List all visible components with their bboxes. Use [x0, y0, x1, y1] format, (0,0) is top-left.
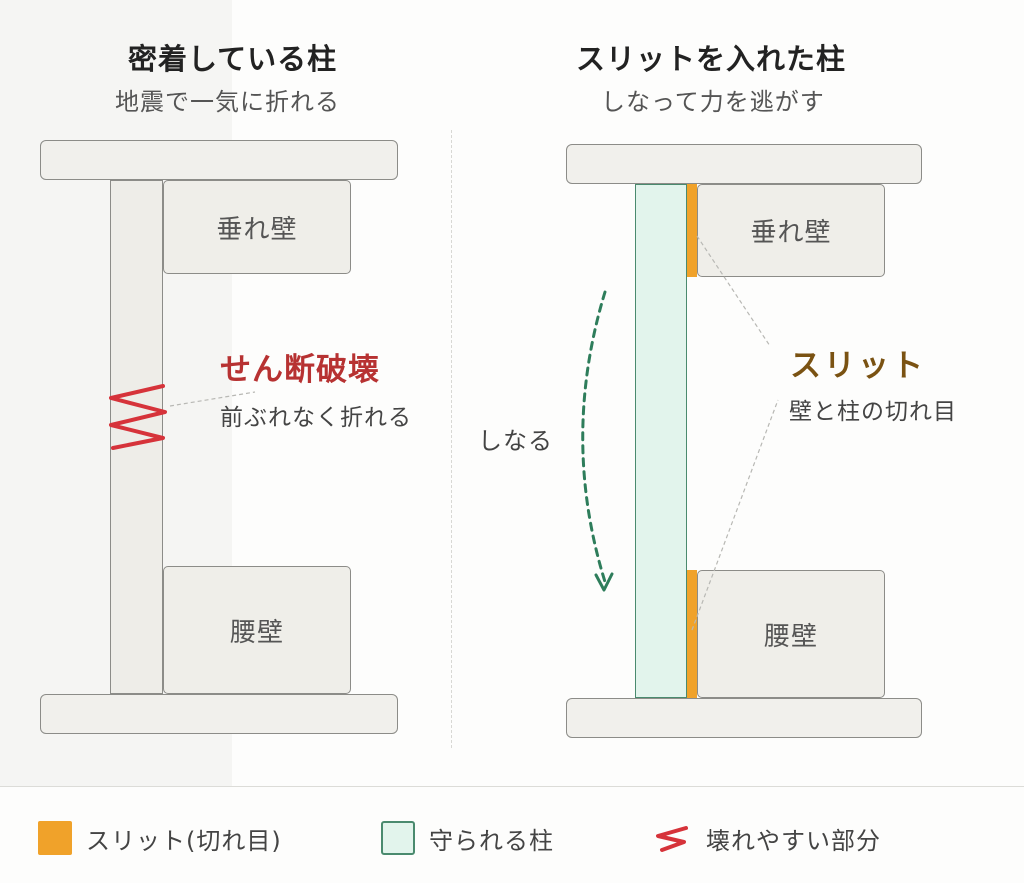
- bend-arrow-head-icon: [594, 572, 614, 592]
- left-subtitle: 地震で一気に折れる: [115, 88, 340, 116]
- left-upper-wall: 垂れ壁: [163, 180, 351, 274]
- slit-swatch-icon: [38, 821, 72, 855]
- right-bottom-slab: [566, 698, 922, 738]
- shear-leader-line: [169, 391, 256, 407]
- diagram-overlay: [109, 235, 779, 631]
- right-lower-wall: 腰壁: [697, 570, 885, 698]
- legend-item-fragile-part: 壊れやすい部分: [652, 820, 881, 856]
- fragile-zigzag-icon: [656, 826, 688, 852]
- right-subtitle: しなって力を逃がす: [601, 88, 825, 116]
- shear-failure-label: せん断破壊: [220, 352, 380, 388]
- legend-item-slit: スリット(切れ目): [38, 820, 282, 856]
- left-title: 密着している柱: [128, 42, 338, 76]
- right-upper-wall: 垂れ壁: [697, 184, 885, 277]
- bend-label: しなる: [478, 427, 553, 455]
- slit-leader-line-upper: [696, 235, 771, 347]
- upper-slit: [687, 184, 697, 277]
- legend: スリット(切れ目) 守られる柱 壊れやすい部分: [0, 786, 1024, 883]
- shear-failure-note: 前ぶれなく折れる: [220, 405, 412, 431]
- legend-label-fragile-part: 壊れやすい部分: [706, 826, 881, 855]
- damage-zigzag-icon: [109, 384, 167, 450]
- legend-label-slit: スリット(切れ目): [86, 826, 282, 855]
- protected-column-swatch-icon: [381, 821, 415, 855]
- left-bottom-slab: [40, 694, 398, 734]
- slit-note: 壁と柱の切れ目: [789, 399, 957, 425]
- bend-arrow: [581, 290, 608, 587]
- slit-label: スリット: [790, 348, 926, 384]
- slit-leader-line-lower: [691, 399, 779, 631]
- panel-divider: [451, 130, 452, 748]
- right-protected-column: [635, 184, 687, 698]
- lower-slit: [687, 570, 697, 698]
- right-title: スリットを入れた柱: [576, 42, 847, 76]
- legend-label-protected-column: 守られる柱: [429, 826, 554, 855]
- left-lower-wall: 腰壁: [163, 566, 351, 694]
- right-top-slab: [566, 144, 922, 184]
- legend-item-protected-column: 守られる柱: [381, 820, 554, 856]
- left-top-slab: [40, 140, 398, 180]
